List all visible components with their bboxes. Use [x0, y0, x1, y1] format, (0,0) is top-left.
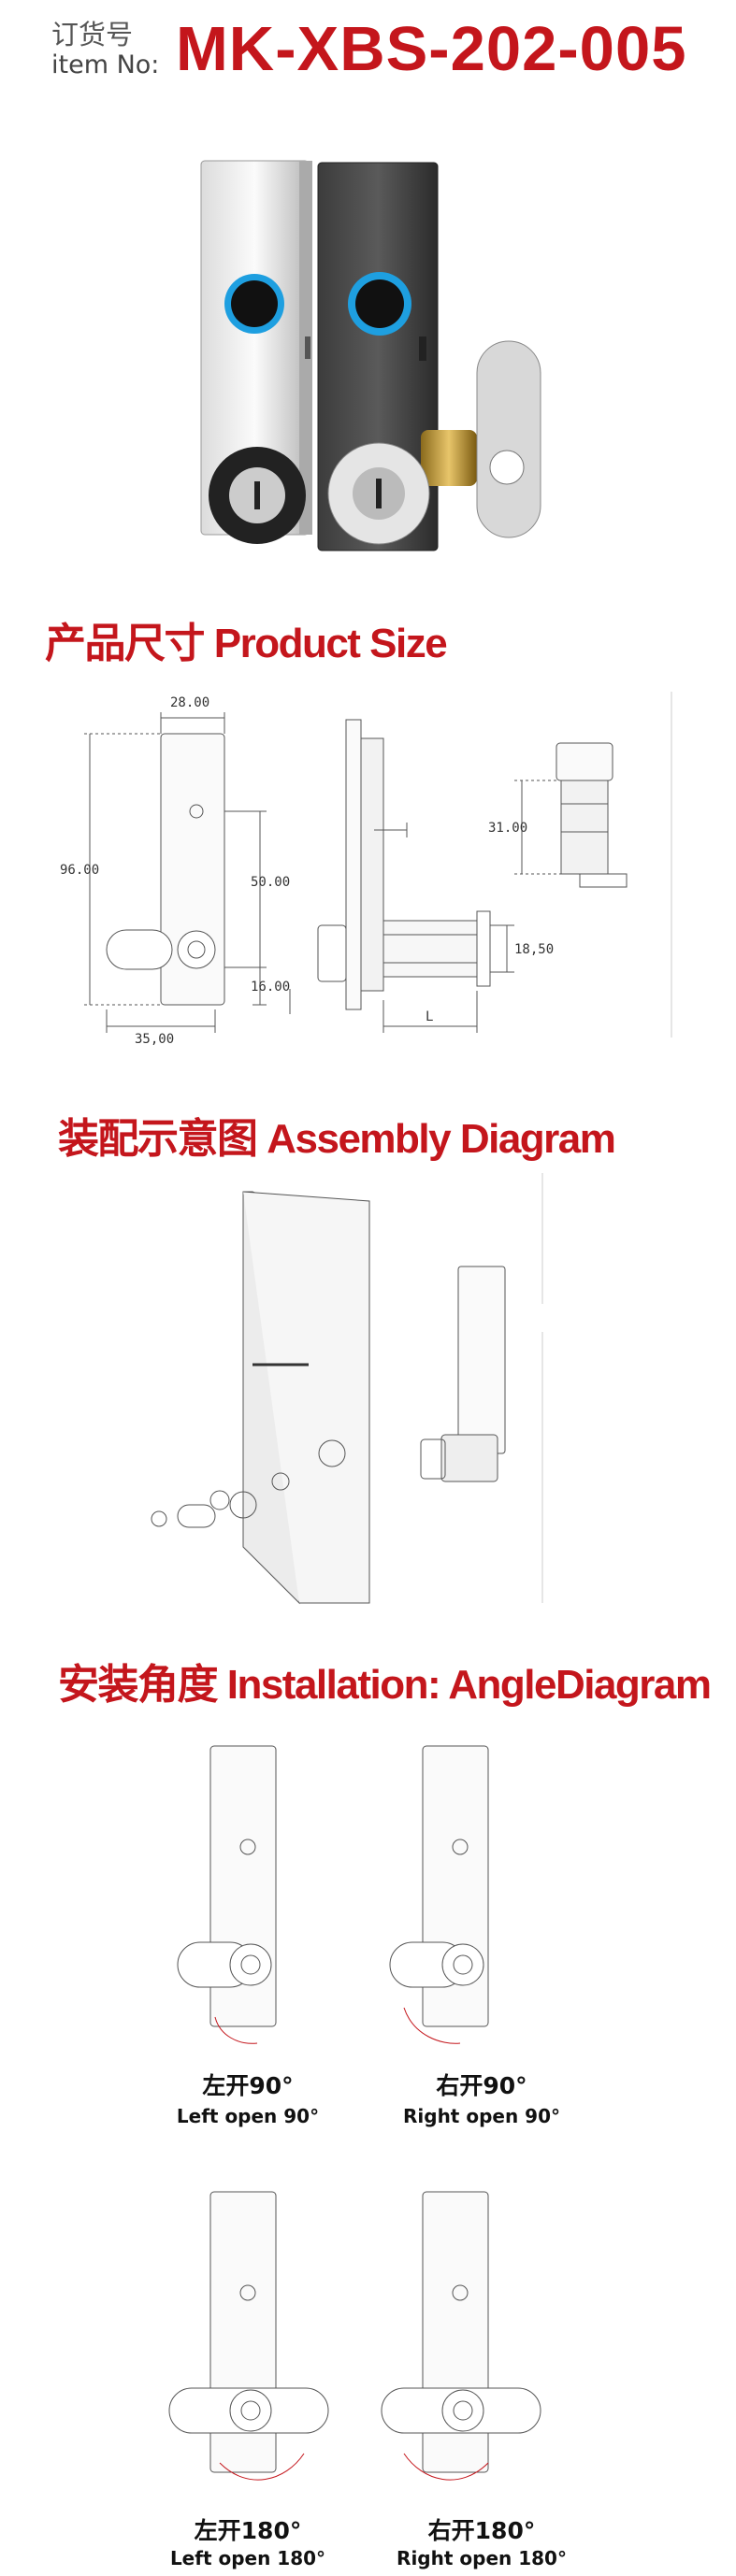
angle-caption-en-1: Left open 90° — [176, 2105, 320, 2127]
dimension-drawing: 28.00 96.00 50.00 16.00 35,00 31.00 18,5… — [60, 692, 672, 1047]
item-label-cn: 订货号 — [51, 19, 134, 50]
dim-side-top: 31.00 — [488, 821, 527, 836]
angle-caption-en-3: Left open 180° — [169, 2547, 326, 2569]
item-number: MK-XBS-202-005 — [176, 14, 687, 84]
section-title-product-size: 产品尺寸 Product Size — [45, 621, 448, 666]
dim-mid: 50.00 — [251, 875, 290, 890]
dim-lower: 16.00 — [251, 980, 290, 995]
dim-length: L — [426, 1009, 433, 1024]
dim-height: 96.00 — [60, 863, 99, 878]
angle-diagram-left-90 — [177, 1745, 277, 2044]
dim-bottom: 35,00 — [135, 1032, 174, 1047]
section-title-assembly: 装配示意图 Assembly Diagram — [58, 1116, 616, 1162]
angle-caption-en-4: Right open 180° — [397, 2547, 567, 2569]
angle-caption-en-2: Right open 90° — [403, 2105, 560, 2127]
angle-caption-cn-3: 左开180° — [194, 2517, 302, 2544]
angle-diagram-right-90 — [389, 1745, 489, 2044]
angle-caption-cn-1: 左开90° — [202, 2072, 294, 2099]
item-label-en: item No: — [51, 50, 160, 79]
angle-caption-cn-4: 右开180° — [427, 2517, 536, 2544]
angle-caption-cn-2: 右开90° — [436, 2072, 527, 2099]
angle-diagram-right-180 — [381, 2191, 541, 2481]
product-photo — [200, 160, 541, 551]
dim-width: 28.00 — [170, 695, 209, 710]
dim-side-cam: 18,50 — [514, 942, 554, 957]
section-title-installation: 安装角度 Installation: AngleDiagram — [58, 1662, 712, 1708]
angle-diagram-left-180 — [168, 2191, 329, 2481]
assembly-diagram — [151, 1173, 543, 1605]
